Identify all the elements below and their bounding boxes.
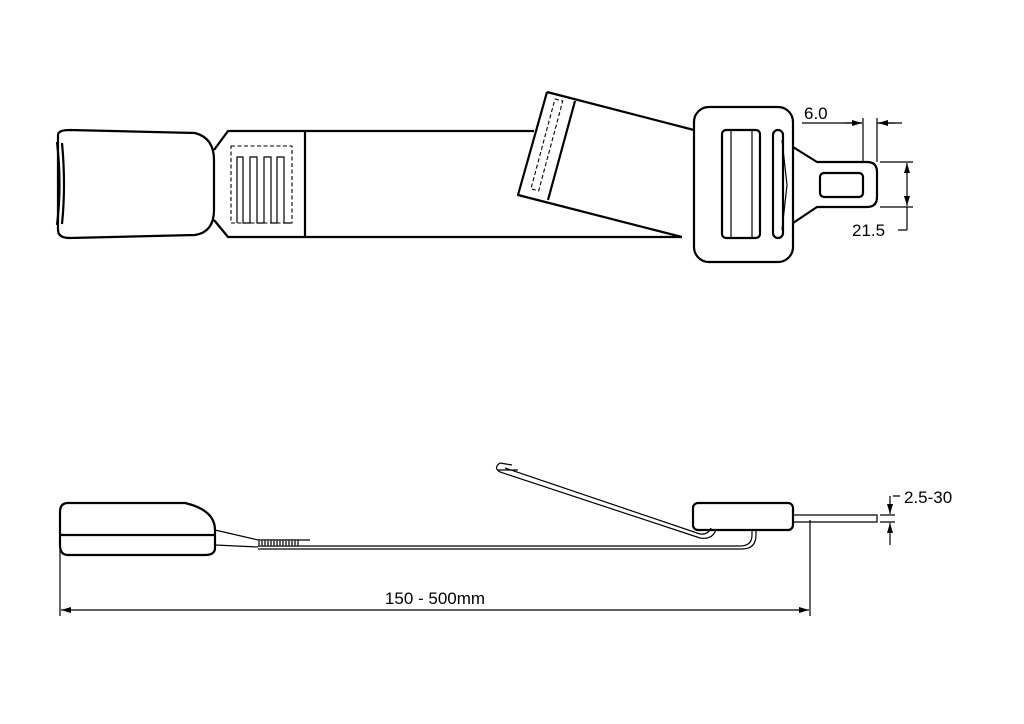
stitch-side (258, 539, 300, 547)
dim-line-length (59, 520, 811, 616)
webbing-slot-inner (730, 131, 753, 237)
tongue-plate (692, 105, 795, 264)
angled-webbing-side (495, 462, 717, 539)
fold-stitch (530, 98, 564, 192)
buckle-body (56, 128, 216, 240)
buckle-side (58, 501, 217, 557)
webbing-slot (720, 128, 762, 240)
dim-label-thickness: 6.0 (804, 104, 828, 123)
dim-line-width (880, 161, 913, 231)
tongue-side (793, 514, 878, 523)
top-view: 6.0 21.5 (55, 90, 913, 264)
narrow-slot (771, 128, 785, 240)
tongue-plate-side (691, 501, 795, 532)
slot-bar (781, 139, 788, 231)
stitch-area (230, 145, 293, 224)
angled-webbing (516, 90, 695, 239)
dim-label-length: 150 - 500mm (385, 589, 485, 608)
tongue-hole (818, 171, 865, 199)
side-view: 2.5-30 150 - 500mm (58, 462, 952, 616)
connector-plate (213, 129, 307, 239)
webbing (305, 129, 682, 239)
tongue (792, 146, 879, 224)
dim-label-webbing: 2.5-30 (904, 488, 952, 507)
buckle-latch-edge (55, 141, 66, 226)
dim-line-webbing (880, 495, 900, 523)
dim-line-thickness (802, 118, 902, 162)
webbing-side (258, 530, 757, 550)
dim-label-width: 21.5 (852, 221, 885, 240)
stitch-zigzag (236, 156, 291, 224)
webbing-fold-line (546, 100, 577, 201)
